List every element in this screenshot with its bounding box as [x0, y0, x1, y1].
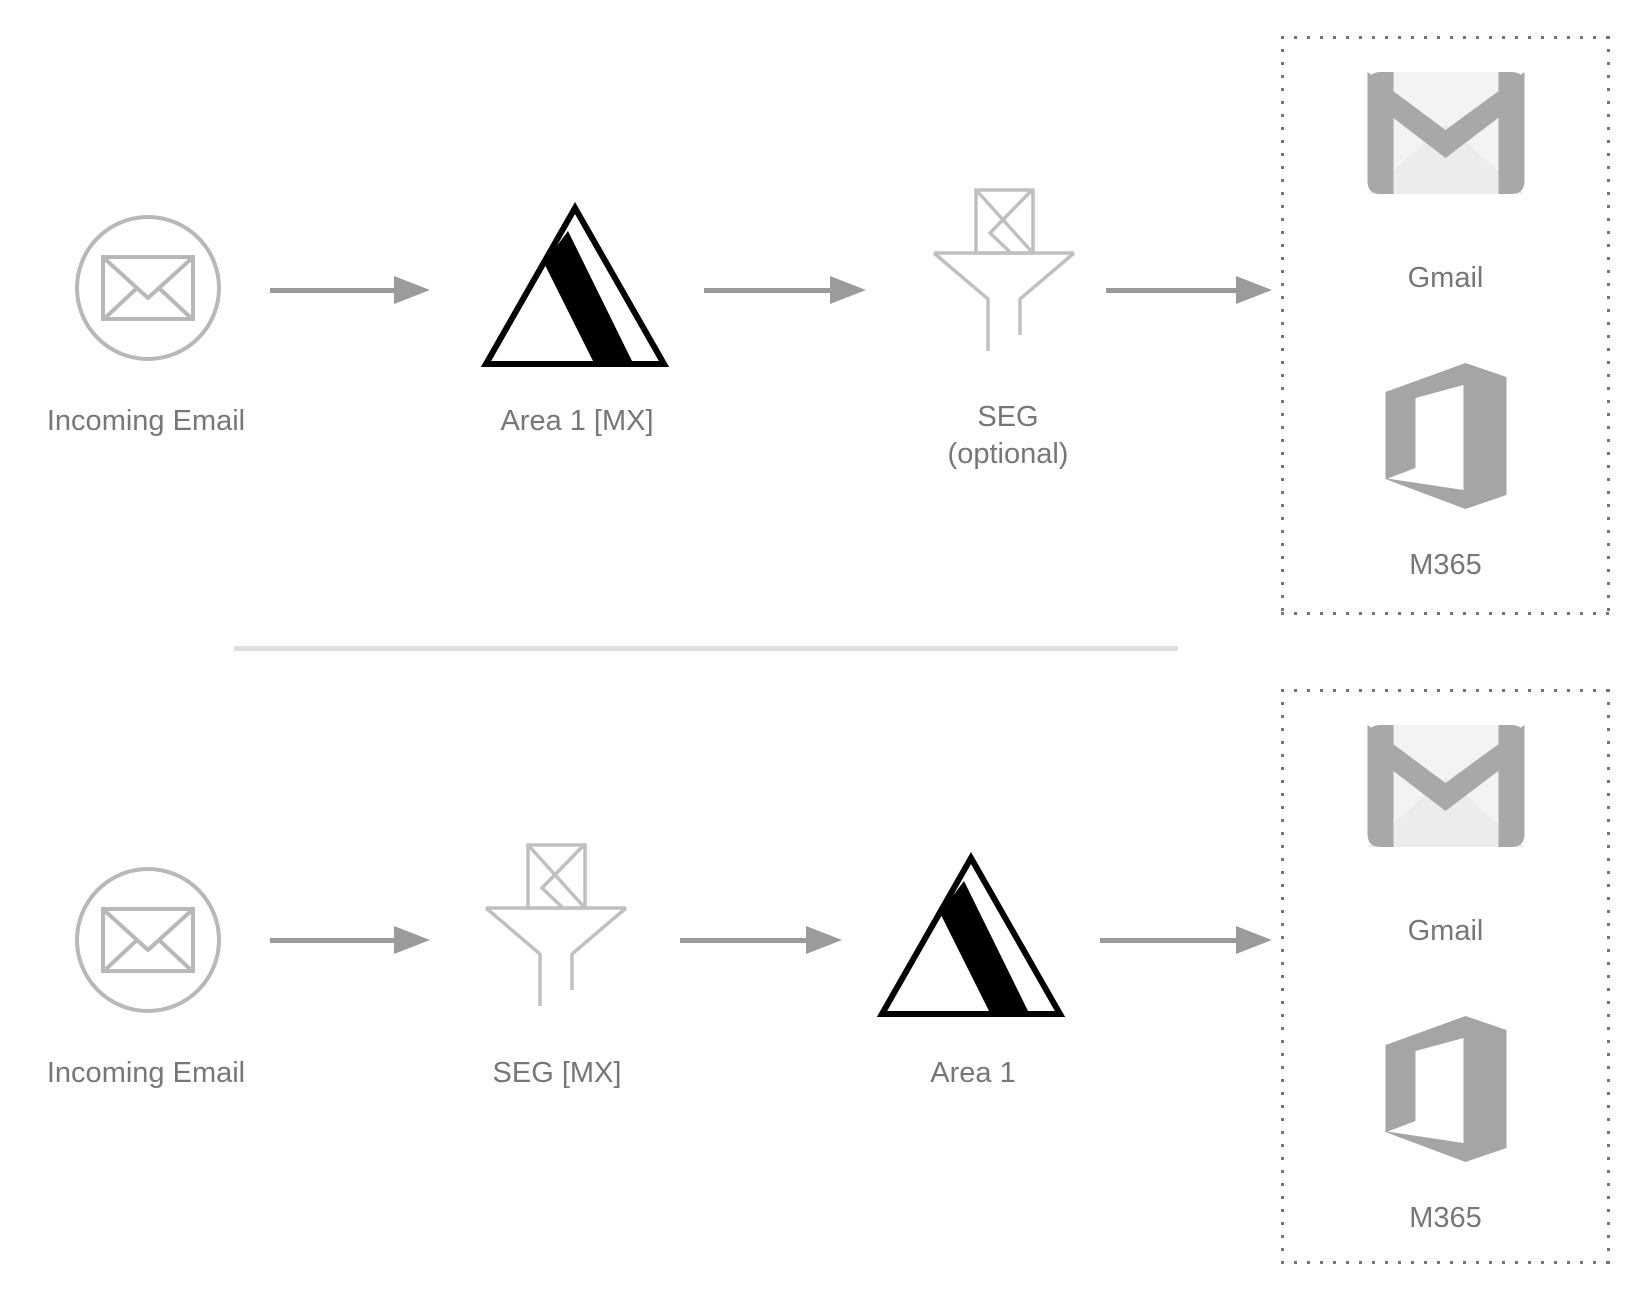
destination-mailbox-group: Gmail M365 — [1281, 689, 1610, 1264]
area1-triangle-logo-icon — [480, 201, 670, 367]
flow-arrow — [1106, 275, 1272, 305]
arrow-head — [806, 926, 842, 954]
flow-arrow — [704, 275, 866, 305]
seg-mx-label: SEG [MX] — [492, 1057, 622, 1089]
arrow-shaft — [1100, 937, 1236, 943]
arrow-head — [394, 926, 430, 954]
seg-funnel-icon — [485, 843, 627, 1006]
m365-office-icon — [1385, 1016, 1506, 1162]
arrow-head — [830, 276, 866, 304]
incoming-email-icon — [75, 215, 221, 361]
incoming-email-icon — [75, 867, 221, 1013]
area1-label: Area 1 — [930, 1057, 1016, 1089]
arrow-shaft — [704, 287, 830, 293]
flow-arrow — [270, 275, 430, 305]
arrow-head — [1236, 276, 1272, 304]
area1-triangle-logo-icon — [876, 851, 1066, 1017]
seg-sublabel: (optional) — [947, 438, 1069, 470]
flow-arrow — [680, 925, 842, 955]
destination-mailbox-group: Gmail M365 — [1281, 36, 1610, 615]
arrow-shaft — [680, 937, 806, 943]
gmail-label: Gmail — [1407, 262, 1484, 294]
m365-office-icon — [1385, 363, 1506, 509]
arrow-shaft — [270, 937, 394, 943]
flow-arrow — [270, 925, 430, 955]
arrow-shaft — [1106, 287, 1236, 293]
gmail-icon — [1367, 725, 1524, 847]
arrow-head — [1236, 926, 1272, 954]
m365-label: M365 — [1409, 1202, 1482, 1234]
area1-mx-label: Area 1 [MX] — [500, 405, 654, 437]
arrow-head — [394, 276, 430, 304]
seg-label: SEG — [977, 401, 1039, 433]
arrow-shaft — [270, 287, 394, 293]
seg-funnel-icon — [933, 188, 1075, 351]
gmail-icon — [1367, 72, 1524, 194]
incoming-email-label: Incoming Email — [46, 405, 246, 437]
flow-arrow — [1100, 925, 1272, 955]
m365-label: M365 — [1409, 549, 1482, 581]
gmail-label: Gmail — [1407, 915, 1484, 947]
section-divider — [234, 646, 1178, 651]
seg-optional-label: SEG (optional) — [868, 399, 1148, 473]
incoming-email-label: Incoming Email — [46, 1057, 246, 1089]
